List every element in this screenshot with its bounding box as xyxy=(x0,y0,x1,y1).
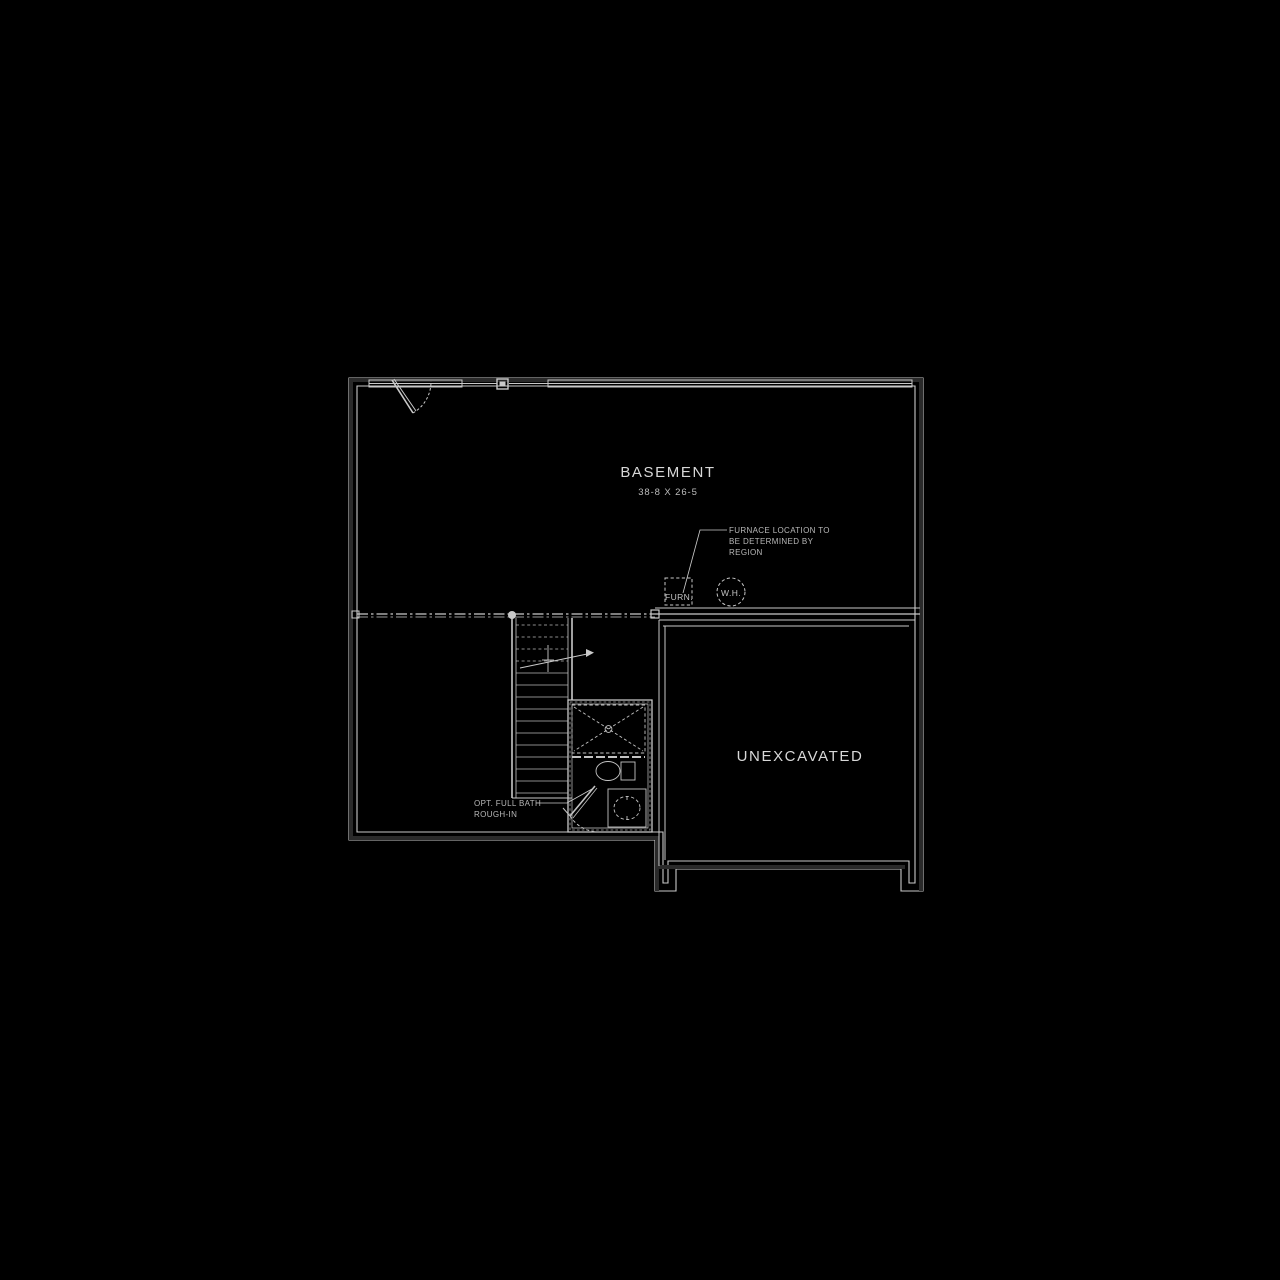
furnace-leader-line xyxy=(682,529,727,594)
exterior-door-swing xyxy=(391,378,432,414)
room-label-basement: BASEMENT xyxy=(620,464,715,481)
exterior-wall-poche xyxy=(349,378,923,891)
window-right xyxy=(547,379,913,388)
column-post-mid-icon xyxy=(508,611,516,619)
exterior-walls xyxy=(348,377,924,892)
stair-direction-arrow-icon xyxy=(519,645,594,672)
wall-band-left xyxy=(349,378,353,840)
equipment-label-furnace: FURN. xyxy=(665,592,693,602)
wall-band-bottom-right xyxy=(655,865,905,869)
annotation-furnace-note-line-1: FURNACE LOCATION TO xyxy=(729,526,830,535)
exterior-wall-outer-edge xyxy=(348,377,924,892)
annotation-furnace-note-line-2: BE DETERMINED BY xyxy=(729,537,814,546)
annotation-opt-bath-line-2: ROUGH-IN xyxy=(474,810,517,819)
column-post-right-icon xyxy=(650,609,660,619)
column-post-top-icon xyxy=(496,378,509,390)
stair-run xyxy=(516,624,568,794)
equipment-label-water-heater: W.H. xyxy=(721,588,741,598)
unexcavated-walls xyxy=(658,619,915,866)
bath-door-swing-icon xyxy=(562,785,601,833)
bath-wall-outline-inner xyxy=(571,703,649,829)
wall-band-right xyxy=(919,378,923,891)
opt-bath-leader-line xyxy=(536,788,593,804)
column-post-left-icon xyxy=(351,610,360,619)
wall-band-notch-vert xyxy=(655,836,659,891)
vanity-sink-fixture xyxy=(607,788,647,828)
bath-wall-outline xyxy=(567,699,653,833)
room-label-unexcavated: UNEXCAVATED xyxy=(737,748,864,765)
water-heater-icon xyxy=(716,577,746,607)
shower-pan-fixture xyxy=(571,704,646,758)
room-dimensions-basement: 38-8 X 26-5 xyxy=(638,487,698,498)
furnace-icon xyxy=(664,577,693,606)
annotation-furnace-note-line-3: REGION xyxy=(729,548,763,557)
annotation-opt-bath-line-1: OPT. FULL BATH xyxy=(474,799,541,808)
top-wall-openings xyxy=(368,378,913,414)
wall-band-bottom-left xyxy=(349,836,659,840)
structural-beam xyxy=(351,607,920,619)
interior-partitions xyxy=(511,618,653,833)
exterior-wall-inner-edge xyxy=(356,385,916,884)
toilet-fixture xyxy=(595,761,636,781)
bath-roughin-outline xyxy=(569,701,651,831)
